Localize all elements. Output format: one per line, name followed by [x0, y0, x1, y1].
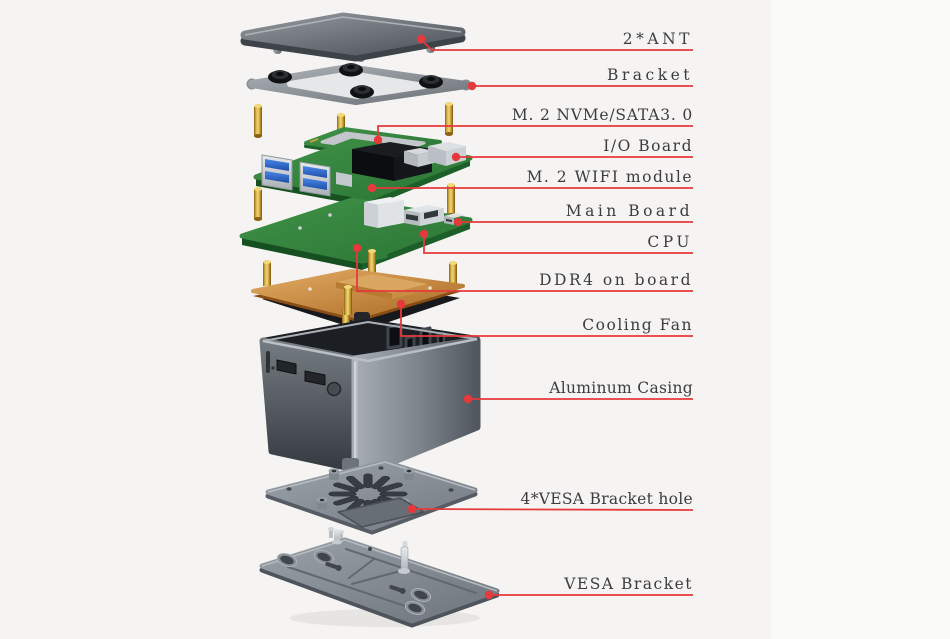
usb3-ports [261, 154, 331, 197]
callout-label-m2-nvme: M. 2 NVMe/SATA3. 0 [511, 106, 693, 124]
vesa-holes [276, 547, 432, 616]
callout-line-ant [420, 39, 693, 51]
callout-dot-m2-wifi [367, 183, 377, 193]
callout-label-vesa-hole: 4*VESA Bracket hole [520, 490, 693, 508]
vesa-bracket [259, 529, 500, 628]
callout-dot-aluminum-casing [463, 394, 473, 404]
callout-dot-ant [416, 34, 426, 44]
callout-dots [352, 34, 494, 600]
callout-dot-ddr4 [352, 243, 362, 253]
callout-dot-vesa-bracket [484, 590, 494, 600]
callout-dot-bracket [467, 81, 477, 91]
mainboard-ports [364, 197, 466, 228]
background-seam [771, 0, 950, 639]
callout-dot-m2-nvme [373, 135, 383, 145]
callout-label-main-board: Main Board [565, 202, 693, 220]
io-side-connector [336, 172, 352, 187]
callout-dot-main-board [453, 217, 463, 227]
top-cover [240, 12, 466, 62]
callout-label-io-board: I/O Board [603, 137, 693, 155]
bottom-plate [265, 459, 478, 540]
callout-line-m2-nvme [377, 125, 693, 140]
callout-label-cpu: CPU [647, 233, 693, 251]
callout-line-vesa-hole [411, 508, 694, 511]
callout-label-ddr4: DDR4 on board [539, 271, 693, 289]
callout-label-aluminum-casing: Aluminum Casing [549, 379, 693, 397]
bracket-grooves [287, 548, 477, 612]
callout-label-vesa-bracket: VESA Bracket [564, 575, 693, 593]
callout-label-cooling-fan: Cooling Fan [582, 316, 693, 334]
callout-dot-io-board [451, 152, 461, 162]
callout-dot-cpu [419, 229, 429, 239]
bracket-screw-posts [332, 529, 410, 574]
antenna-mounts [268, 63, 443, 99]
power-button-hole [326, 381, 342, 397]
cooling-fan-assembly [251, 249, 465, 338]
callout-line-cpu [423, 234, 693, 254]
plate-recess [337, 497, 425, 528]
callout-label-m2-wifi: M. 2 WIFI module [526, 168, 693, 186]
antenna-bracket [246, 63, 472, 105]
aluminum-casing [259, 319, 481, 473]
callout-dot-vesa-hole [407, 504, 417, 514]
main-board [239, 197, 473, 270]
callout-lines [356, 39, 694, 596]
callout-line-ddr4 [356, 248, 693, 292]
callout-label-ant: 2*ANT [622, 30, 693, 48]
callout-dot-cooling-fan [396, 299, 406, 309]
callout-line-cooling-fan [400, 304, 693, 337]
callout-label-bracket: Bracket [606, 66, 693, 84]
standoffs-plate [263, 249, 457, 287]
front-panel-cutouts [266, 351, 342, 397]
io-board [253, 138, 473, 207]
